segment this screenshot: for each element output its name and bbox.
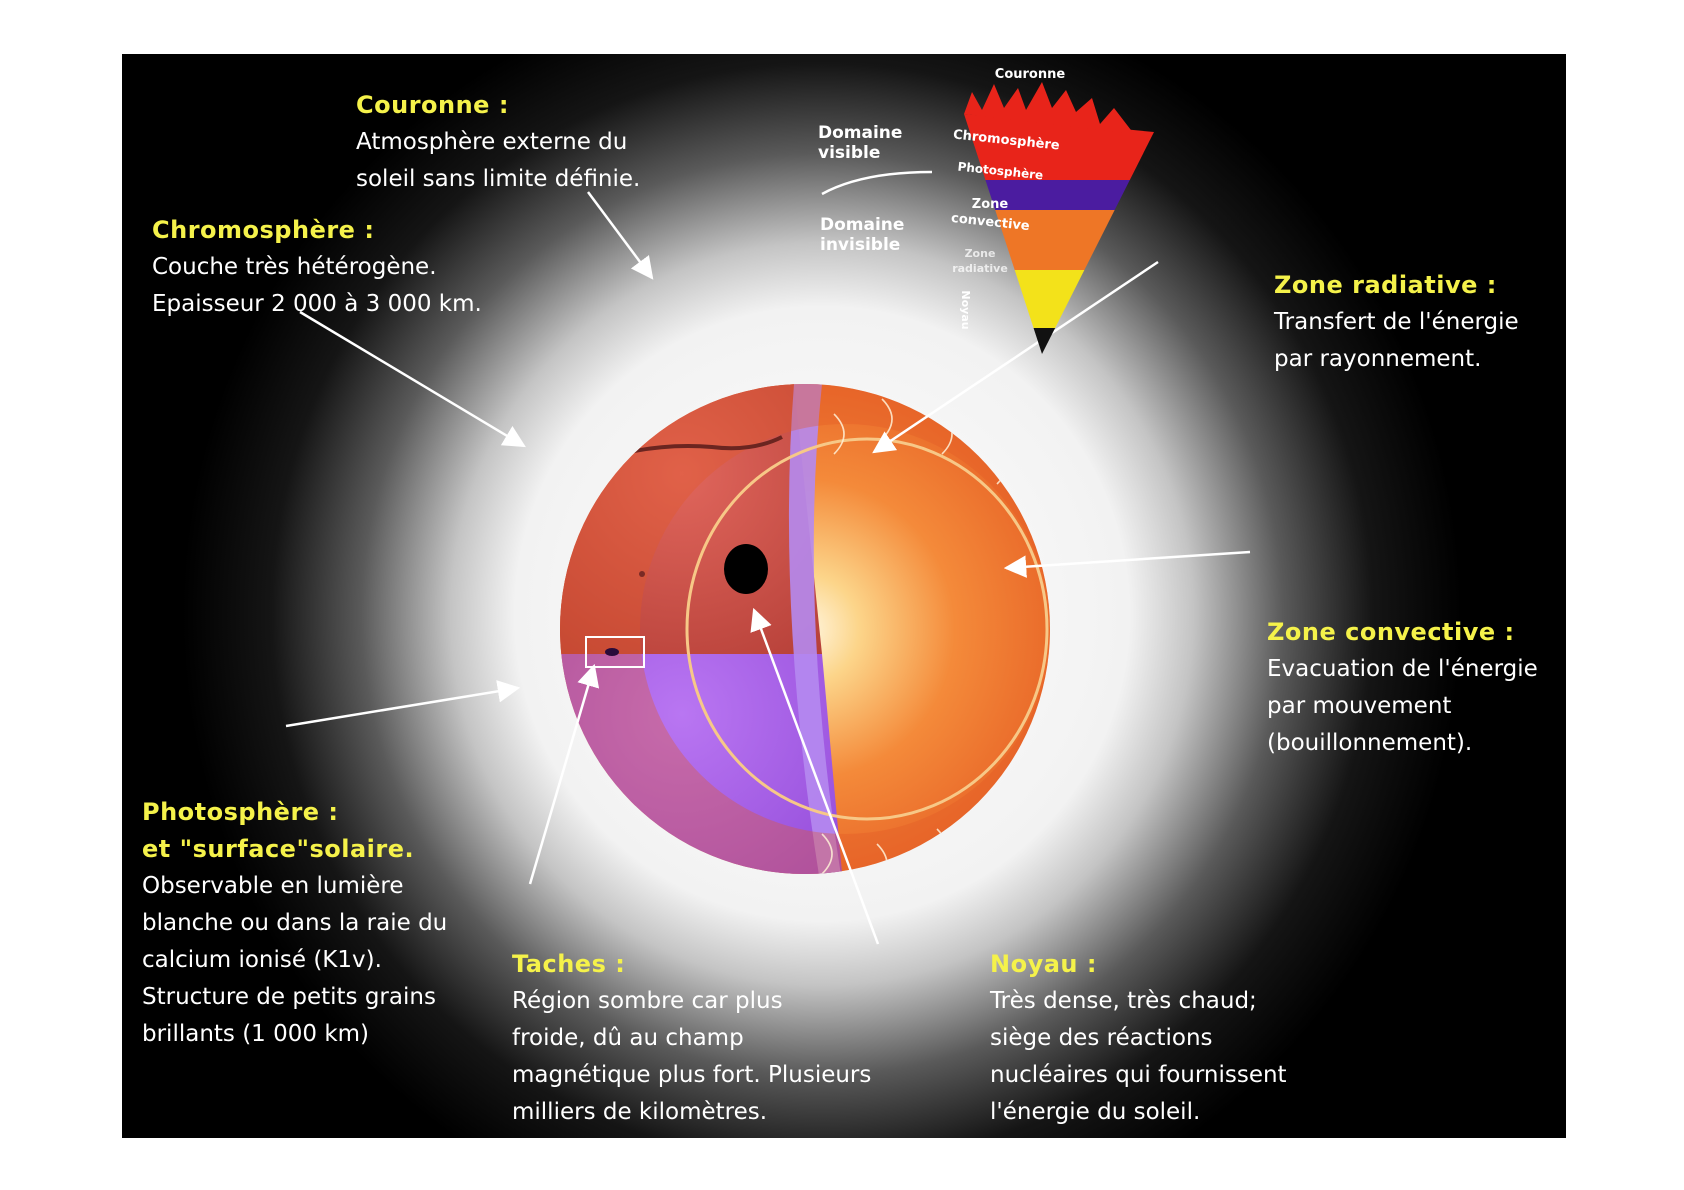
label-taches-line-1: Région sombre car plus <box>512 988 783 1014</box>
label-noyau-line-1: Très dense, très chaud; <box>990 988 1257 1014</box>
label-taches: Taches : Région sombre car plus froide, … <box>512 946 871 1131</box>
visible-divider <box>821 170 933 196</box>
label-couronne-title: Couronne : <box>356 91 509 119</box>
wedge-radiative-label-2: radiative <box>952 262 1008 275</box>
pointer-taches <box>528 663 600 885</box>
label-photosphere: Photosphère : et "surface"solaire. Obser… <box>142 794 447 1053</box>
pointer-zone-convective <box>1003 550 1251 578</box>
wedge-flames <box>964 82 1134 134</box>
label-couronne-line-1: Atmosphère externe du <box>356 129 628 155</box>
label-taches-line-3: magnétique plus fort. Plusieurs <box>512 1062 872 1088</box>
label-zone-convective-line-3: (bouillonnement). <box>1267 730 1473 756</box>
diagram-panel: Couronne Chromosphère Photosphère Zone c… <box>122 54 1566 1138</box>
label-noyau-line-4: l'énergie du soleil. <box>990 1099 1201 1125</box>
label-chromosphere-line-1: Couche très hétérogène. <box>152 254 437 280</box>
sunspot <box>605 648 619 656</box>
label-zone-radiative-line-1: Transfert de l'énergie <box>1274 309 1519 335</box>
pointer-zone-radiative <box>872 260 1159 454</box>
label-zone-radiative-title: Zone radiative : <box>1274 271 1497 299</box>
label-photosphere-line-3: calcium ionisé (K1v). <box>142 947 382 973</box>
label-taches-line-4: milliers de kilomètres. <box>512 1099 768 1125</box>
pointer-photosphere <box>285 680 521 728</box>
pointer-noyau <box>750 607 880 945</box>
label-taches-line-2: froide, dû au champ <box>512 1025 744 1051</box>
label-couronne: Couronne : Atmosphère externe du soleil … <box>356 87 640 198</box>
label-photosphere-line-2: blanche ou dans la raie du <box>142 910 448 936</box>
wedge-convective-label-1: Zone <box>972 197 1009 212</box>
label-zone-radiative-line-2: par rayonnement. <box>1274 346 1482 372</box>
label-zone-convective: Zone convective : Evacuation de l'énergi… <box>1267 614 1538 762</box>
label-photosphere-line-5: brillants (1 000 km) <box>142 1021 370 1047</box>
sunspot-box <box>585 636 645 668</box>
label-photosphere-line-1: Observable en lumière <box>142 873 404 899</box>
label-noyau: Noyau : Très dense, très chaud; siège de… <box>990 946 1287 1131</box>
wedge-noyau-label: Noyau <box>959 290 972 329</box>
label-chromosphere-title: Chromosphère : <box>152 216 375 244</box>
label-taches-title: Taches : <box>512 950 626 978</box>
domaine-invisible-label-1: Domaine <box>820 215 904 235</box>
pointer-couronne <box>586 191 654 280</box>
label-photosphere-title: Photosphère : <box>142 798 339 826</box>
label-zone-convective-line-1: Evacuation de l'énergie <box>1267 656 1538 682</box>
label-zone-convective-title: Zone convective : <box>1267 618 1515 646</box>
domaine-invisible-label-2: invisible <box>820 235 900 255</box>
sun-diagram-art: Couronne Chromosphère Photosphère Zone c… <box>122 54 1566 1138</box>
domaine-visible-label-1: Domaine <box>818 123 902 143</box>
label-chromosphere-line-2: Epaisseur 2 000 à 3 000 km. <box>152 291 482 317</box>
label-couronne-line-2: soleil sans limite définie. <box>356 166 641 192</box>
label-zone-convective-line-2: par mouvement <box>1267 693 1452 719</box>
label-photosphere-line-4: Structure de petits grains <box>142 984 436 1010</box>
wedge-couronne-label: Couronne <box>995 67 1066 82</box>
wedge-chromosphere <box>964 144 1154 180</box>
label-chromosphere: Chromosphère : Couche très hétérogène. E… <box>152 212 482 323</box>
label-zone-radiative: Zone radiative : Transfert de l'énergie … <box>1274 267 1519 378</box>
domaine-visible-label-2: visible <box>818 143 880 163</box>
pointer-lines <box>285 191 1251 945</box>
pointer-chromosphere <box>299 310 526 448</box>
sun-core <box>724 544 768 594</box>
label-noyau-title: Noyau : <box>990 950 1097 978</box>
wedge-radiative-label-1: Zone <box>965 247 996 260</box>
label-photosphere-title-2: et "surface"solaire. <box>142 835 415 863</box>
label-noyau-line-3: nucléaires qui fournissent <box>990 1062 1287 1088</box>
label-noyau-line-2: siège des réactions <box>990 1025 1213 1051</box>
